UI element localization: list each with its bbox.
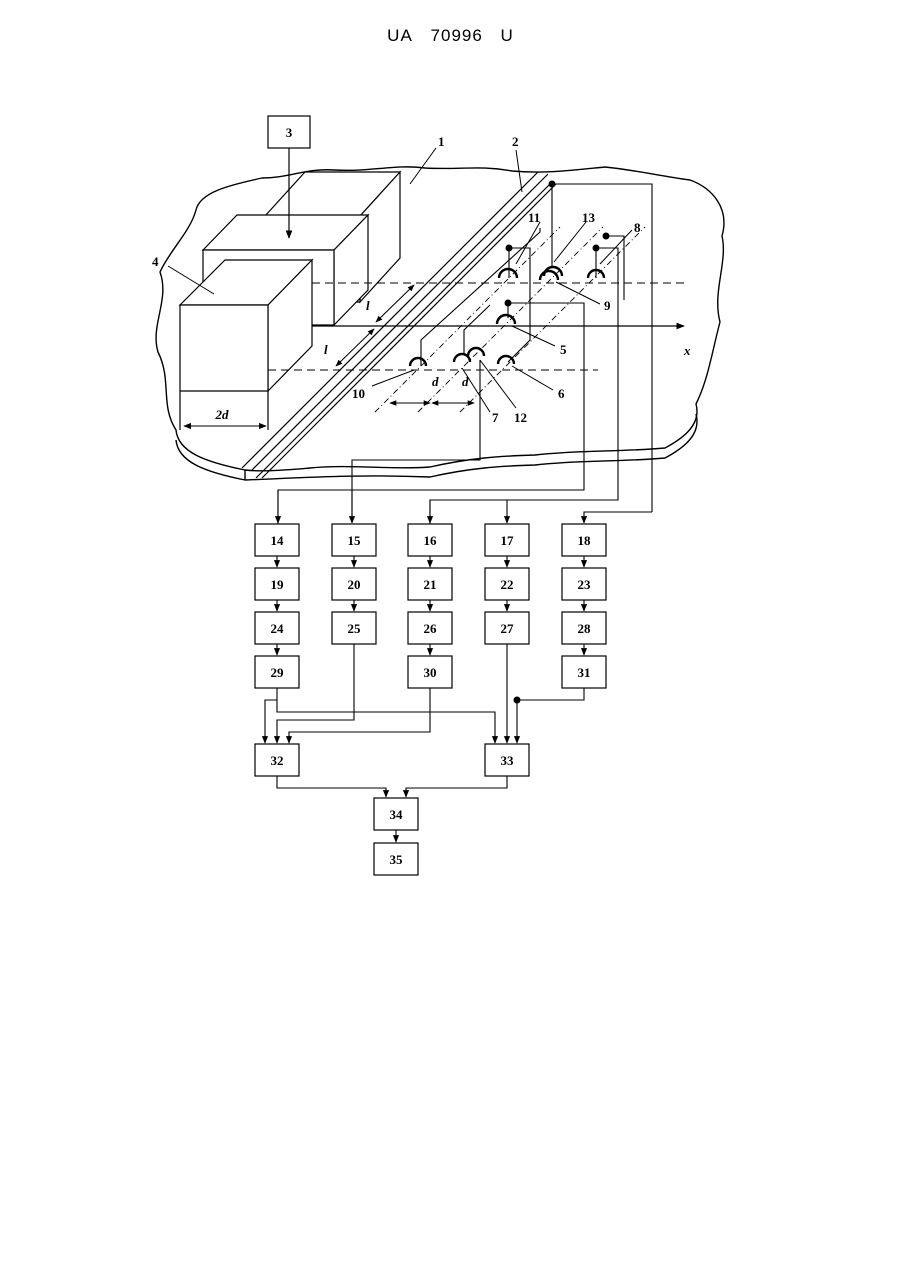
block-26: 26 [408,612,452,644]
block-33: 33 [485,744,529,776]
svg-text:25: 25 [348,621,362,636]
svg-text:1: 1 [438,134,445,149]
svg-text:11: 11 [528,210,540,225]
svg-text:14: 14 [271,533,285,548]
block-3: 3 [268,116,310,148]
dim-2d-label: 2d [215,407,230,422]
svg-text:5: 5 [560,342,567,357]
svg-text:28: 28 [578,621,592,636]
block-20: 20 [332,568,376,600]
block-14: 14 [255,524,299,556]
svg-text:17: 17 [501,533,515,548]
block-22: 22 [485,568,529,600]
svg-text:22: 22 [501,577,514,592]
block-15: 15 [332,524,376,556]
block-32: 32 [255,744,299,776]
svg-text:7: 7 [492,410,499,425]
block-24: 24 [255,612,299,644]
svg-text:33: 33 [501,753,515,768]
svg-text:30: 30 [424,665,437,680]
svg-text:20: 20 [348,577,361,592]
block-17: 17 [485,524,529,556]
dim-d1-label: d [432,374,439,389]
block-25: 25 [332,612,376,644]
svg-text:9: 9 [604,298,611,313]
svg-text:3: 3 [286,125,293,140]
svg-text:12: 12 [514,410,527,425]
svg-text:31: 31 [578,665,591,680]
block-23: 23 [562,568,606,600]
svg-text:6: 6 [558,386,565,401]
svg-text:8: 8 [634,220,641,235]
block-34: 34 [374,798,418,830]
block-27: 27 [485,612,529,644]
svg-text:26: 26 [424,621,438,636]
block-18: 18 [562,524,606,556]
dim-l-bottom-arrow [336,329,374,366]
block-28: 28 [562,612,606,644]
dim-d2-label: d [462,374,469,389]
block-16: 16 [408,524,452,556]
svg-text:29: 29 [271,665,285,680]
x-axis-label: x [683,343,691,358]
block-31: 31 [562,656,606,688]
dim-l-top-arrow [376,285,414,322]
svg-text:2: 2 [512,134,519,149]
dim-l-top-label: l [366,298,370,313]
sensor-lines [375,227,645,412]
svg-text:27: 27 [501,621,515,636]
svg-text:16: 16 [424,533,438,548]
svg-text:15: 15 [348,533,362,548]
transducers [410,267,604,366]
block-30: 30 [408,656,452,688]
block-29: 29 [255,656,299,688]
svg-text:24: 24 [271,621,285,636]
block-35: 35 [374,843,418,875]
svg-text:19: 19 [271,577,285,592]
svg-text:4: 4 [152,254,159,269]
dim-l-bottom-label: l [324,342,328,357]
svg-text:13: 13 [582,210,596,225]
svg-text:34: 34 [390,807,404,822]
svg-text:32: 32 [271,753,284,768]
svg-text:35: 35 [390,852,404,867]
block-21: 21 [408,568,452,600]
svg-text:18: 18 [578,533,592,548]
svg-text:21: 21 [424,577,437,592]
svg-text:23: 23 [578,577,592,592]
svg-text:10: 10 [352,386,365,401]
block-19: 19 [255,568,299,600]
